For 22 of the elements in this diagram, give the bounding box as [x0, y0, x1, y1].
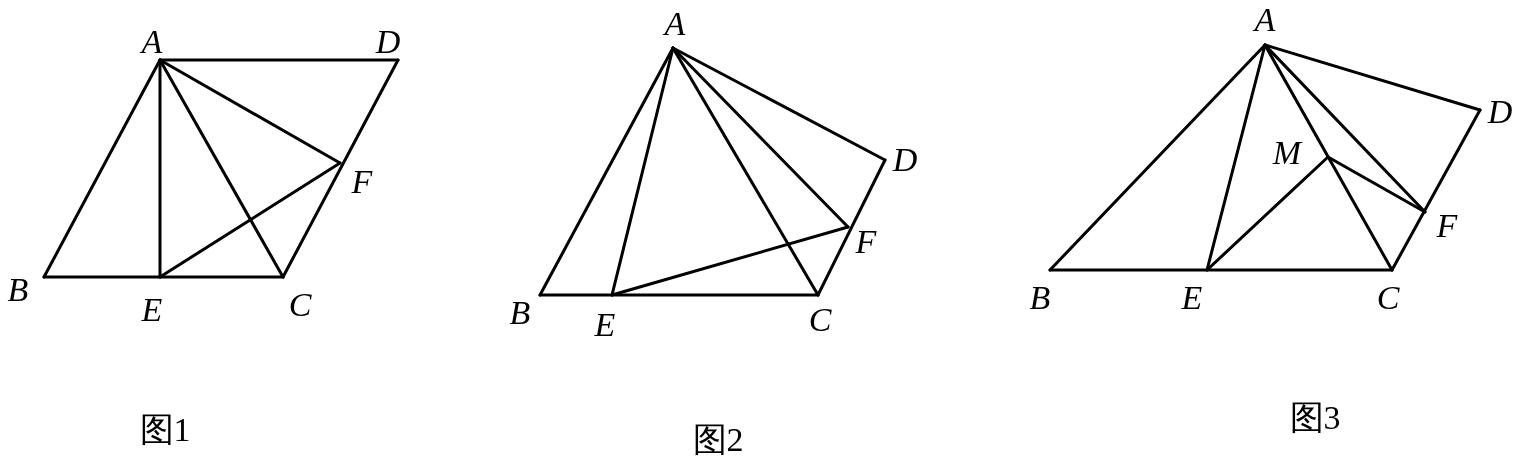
vertex-label: A: [141, 25, 163, 59]
vertex-label: C: [288, 288, 312, 322]
vertex-label: E: [141, 293, 163, 327]
vertex-label: E: [1181, 281, 1203, 315]
vertex-label: F: [351, 165, 373, 199]
vertex-label: C: [808, 303, 832, 337]
figure-caption: 图2: [692, 423, 744, 457]
vertex-label: C: [1376, 281, 1400, 315]
figure-caption: 图1: [139, 413, 191, 447]
vertex-label: E: [594, 308, 616, 342]
vertex-label: D: [375, 25, 401, 59]
figure-caption: 图3: [1289, 401, 1341, 435]
vertex-label: F: [1436, 209, 1458, 243]
vertex-label: B: [1029, 281, 1051, 315]
vertex-label: D: [892, 143, 918, 177]
vertex-label: B: [509, 296, 531, 330]
vertex-label: M: [1272, 136, 1302, 170]
vertex-label: A: [1254, 3, 1276, 37]
vertex-label: B: [7, 273, 29, 307]
vertex-label: D: [1487, 95, 1513, 129]
vertex-label: F: [855, 225, 877, 259]
vertex-label: A: [664, 7, 686, 41]
